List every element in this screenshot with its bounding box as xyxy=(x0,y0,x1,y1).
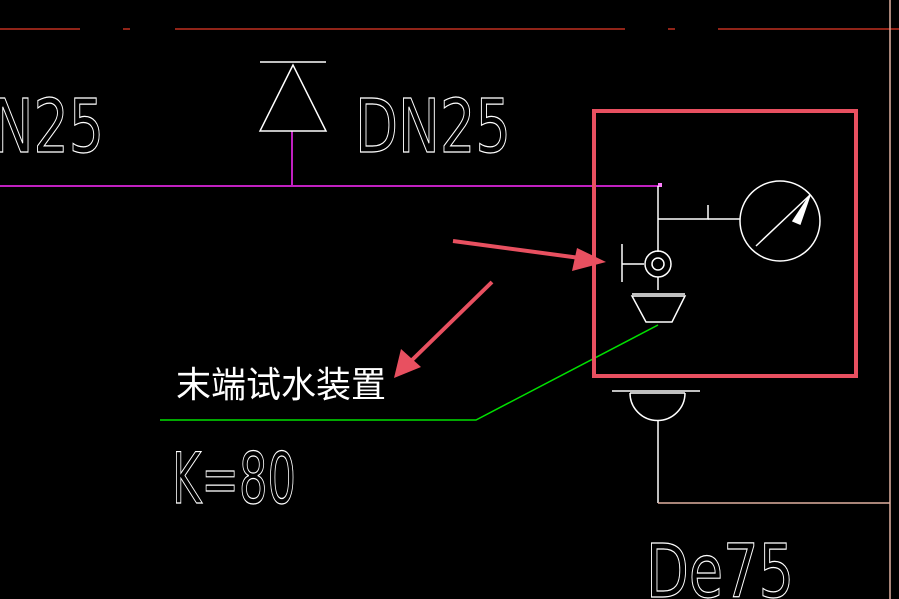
pipe-size-label-left: N25 xyxy=(0,84,104,170)
pipe-size-label-right: DN25 xyxy=(355,84,511,170)
annotation-arrow-right xyxy=(452,239,606,271)
drain-funnel-symbol xyxy=(630,293,687,323)
pipe-end-point xyxy=(658,183,662,187)
drain-size-label: De75 xyxy=(646,529,794,599)
k-factor-label: K=80 xyxy=(172,438,296,520)
highlight-box xyxy=(592,109,858,378)
annotation-arrow-down xyxy=(394,280,494,378)
leader-line xyxy=(160,324,659,421)
test-nozzle-symbol xyxy=(621,244,672,290)
triangle-valve-symbol xyxy=(258,61,328,132)
pressure-gauge-symbol xyxy=(739,180,821,262)
drain-tundish xyxy=(612,390,700,503)
device-name-label: 末端试水装置 xyxy=(176,365,386,406)
test-device-assembly xyxy=(621,180,821,323)
